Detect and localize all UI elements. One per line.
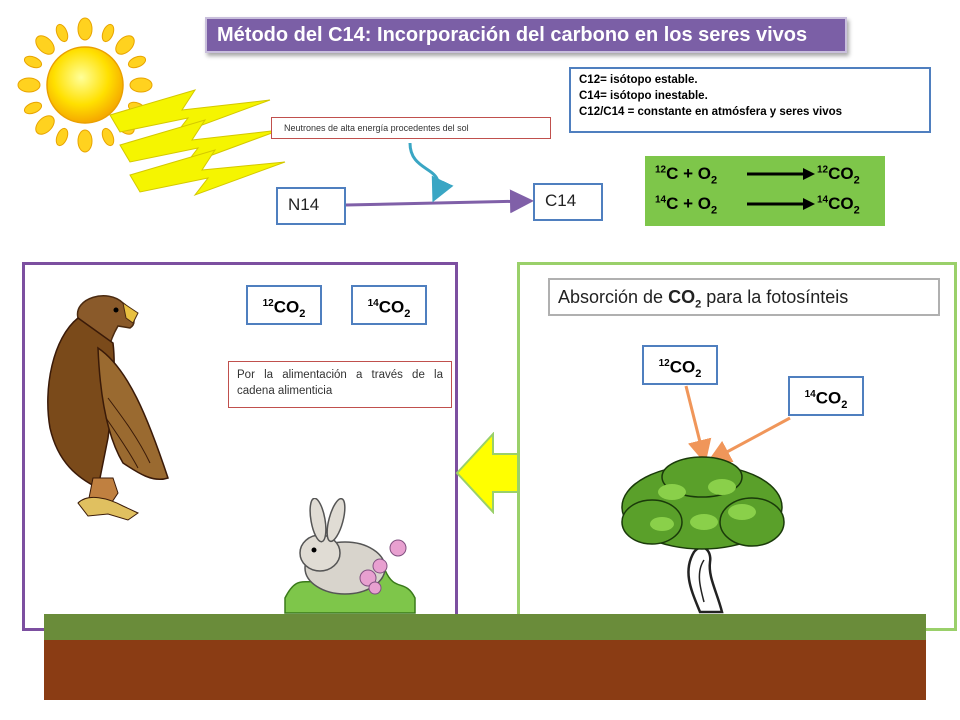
page-title: Método del C14: Incorporación del carbon…: [205, 17, 847, 53]
plant-co2-12-box: 12CO2: [642, 345, 718, 385]
grass-strip: [44, 614, 926, 640]
note-line-c14: C14= isótopo inestable.: [579, 90, 708, 102]
note-line-ratio: C12/C14 = constante en atmósfera y seres…: [579, 106, 843, 118]
n14-box: N14: [276, 187, 346, 225]
c14-box: C14: [533, 183, 603, 221]
tree-icon: [621, 456, 785, 614]
absorption-label: Absorción de CO2 para la fotosínteis: [548, 278, 940, 316]
equation-2-right: 14CO2: [817, 194, 860, 217]
neutron-arrow: [408, 142, 454, 203]
plant-co2-14-box: 14CO2: [788, 376, 864, 416]
lightning-ray-icon: [109, 89, 286, 197]
reaction-arrows: [747, 168, 815, 210]
equations-box: 12C + O2 12CO2 14C + O2 14CO2: [645, 156, 885, 226]
animal-co2-14-box: 14CO2: [351, 285, 427, 325]
equation-1-right: 12CO2: [817, 164, 860, 187]
neutron-conversion-arrows: [345, 142, 534, 214]
food-chain-label: Por la alimentación a través de la caden…: [228, 361, 452, 408]
isotope-notes-box: C12= isótopo estable. C14= isótopo inest…: [569, 67, 931, 133]
animal-co2-12-box: 12CO2: [246, 285, 322, 325]
n14-to-c14-arrow: [345, 189, 534, 214]
equation-2-left: 14C + O2: [655, 194, 718, 217]
yellow-arrow-left-icon: [455, 432, 520, 514]
eagle-icon: [47, 295, 169, 521]
equation-1-left: 12C + O2: [655, 164, 718, 187]
neutron-label-box: Neutrones de alta energía procedentes de…: [271, 117, 551, 139]
rabbit-icon: [284, 498, 416, 614]
soil-strip: [44, 640, 926, 700]
note-line-c12: C12= isótopo estable.: [579, 74, 698, 86]
co2-uptake-arrows: [684, 385, 791, 464]
